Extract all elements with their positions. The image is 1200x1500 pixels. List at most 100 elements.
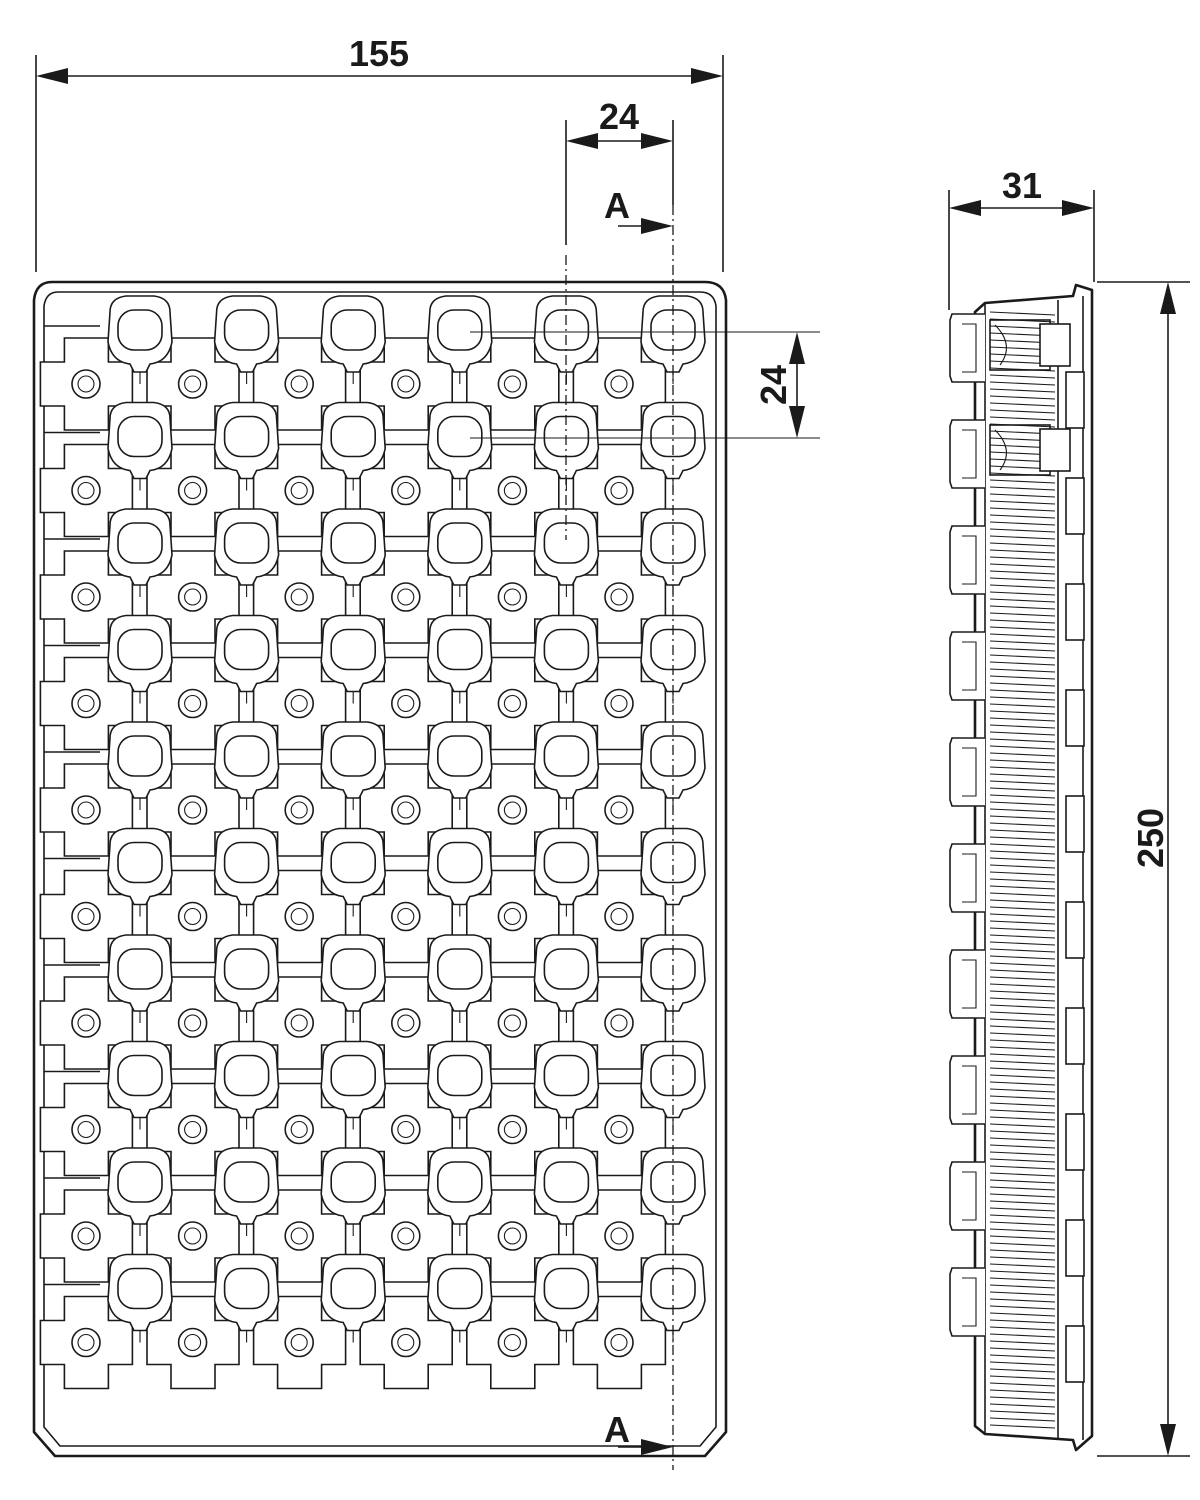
tray-side-view: [949, 283, 1094, 1452]
tray-pocket-opening: [650, 522, 696, 564]
tray-stud-inner: [610, 1014, 628, 1032]
side-rib: [989, 1340, 1056, 1345]
side-rib: [989, 1214, 1056, 1219]
dimension-155-label: 155: [349, 33, 409, 74]
side-rib: [989, 1151, 1056, 1156]
tray-stud-inner: [610, 801, 628, 819]
side-rib: [989, 1060, 1056, 1065]
side-rib: [989, 311, 1056, 316]
tray-inner-rim: [43, 291, 717, 1447]
center-lines: [470, 205, 820, 1470]
side-rib: [989, 1403, 1056, 1408]
tray-stud-inner: [77, 588, 95, 606]
tray-pocket-outline: [426, 1040, 493, 1119]
tray-stud-inner: [184, 1227, 202, 1245]
side-rib: [989, 1235, 1056, 1240]
tray-pocket: [320, 295, 387, 384]
tray-stud-inner: [77, 375, 95, 393]
tray-pocket: [426, 508, 493, 597]
tray-pocket: [213, 295, 280, 384]
tray-stud: [604, 901, 634, 932]
tray-edge-slots: [44, 325, 100, 1286]
tray-pocket-opening: [330, 628, 377, 671]
tray-stud-inner: [397, 481, 415, 500]
side-rib: [989, 913, 1056, 918]
side-rib: [989, 395, 1056, 400]
tray-stud-inner: [503, 694, 521, 713]
tray-stud: [177, 369, 208, 399]
tray-stud: [497, 1221, 528, 1251]
side-rib: [989, 1326, 1056, 1331]
tray-stud: [71, 688, 101, 719]
side-rib: [989, 1256, 1056, 1261]
side-rib: [989, 1088, 1056, 1093]
side-rib: [989, 1046, 1056, 1051]
dimension-overall-height: 250: [1097, 281, 1190, 1457]
tray-pocket-opening: [543, 735, 590, 777]
tray-pocket-outline: [533, 934, 600, 1012]
tray-pocket-opening: [117, 948, 163, 990]
tray-pocket: [426, 1040, 493, 1130]
side-view-outline: [973, 283, 1094, 1452]
tray-stud-inner: [503, 481, 521, 500]
side-rib: [989, 1312, 1056, 1317]
side-rib: [989, 836, 1056, 841]
side-rib: [989, 969, 1056, 974]
side-rib: [989, 1424, 1056, 1429]
side-rib: [989, 528, 1056, 533]
tray-pocket-opening: [543, 841, 590, 884]
side-rib: [989, 1032, 1056, 1037]
tray-stud: [284, 475, 315, 506]
side-tab-inner: [962, 959, 977, 1009]
tray-pocket-opening: [543, 1267, 590, 1310]
tray-stud-inner: [184, 694, 202, 713]
side-rib: [989, 1200, 1056, 1205]
side-rib: [989, 1011, 1056, 1016]
side-rib: [989, 1025, 1056, 1030]
side-rib: [989, 1361, 1056, 1366]
tray-pocket-opening: [330, 1161, 377, 1203]
tray-pocket-opening: [436, 415, 483, 458]
tray-stud-inner: [610, 1227, 628, 1245]
section-marker-top: A: [604, 185, 673, 234]
tray-pocket: [107, 1253, 173, 1343]
tray-pocket-opening: [543, 948, 590, 990]
tray-stud-inner: [290, 1120, 308, 1139]
tray-stud: [390, 1221, 421, 1251]
tray-pocket-opening: [223, 415, 270, 458]
side-rib: [989, 766, 1056, 771]
tray-pocket-outline: [320, 508, 387, 586]
tray-pocket-opening: [223, 735, 270, 777]
tray-stud-inner: [397, 801, 415, 819]
side-rib: [989, 738, 1056, 743]
tray-pocket-opening: [436, 1161, 483, 1203]
tray-pocket: [213, 1040, 280, 1130]
side-rib: [989, 1291, 1056, 1296]
tray-pocket: [533, 1040, 600, 1130]
tray-pocket: [320, 721, 387, 810]
tray-stud: [497, 1114, 528, 1145]
side-rib: [989, 752, 1056, 757]
tray-stud: [497, 901, 528, 932]
side-rib: [989, 745, 1056, 750]
tray-pocket-opening: [330, 415, 377, 458]
tray-stud-inner: [397, 694, 415, 713]
side-rib: [989, 1186, 1056, 1191]
side-rib: [989, 948, 1056, 953]
tray-stud: [497, 795, 528, 825]
tray-pocket-outline: [320, 295, 387, 373]
side-rib: [989, 1081, 1056, 1086]
tray-pocket-opening: [117, 1161, 163, 1203]
tray-pocket-outline: [213, 1253, 280, 1332]
tray-pocket-outline: [213, 827, 280, 906]
side-tab-inner: [962, 1277, 977, 1327]
side-rib: [989, 1158, 1056, 1163]
tray-stud: [284, 369, 315, 399]
side-rib: [989, 514, 1056, 519]
tray-stud: [604, 1008, 634, 1038]
tray-pocket: [426, 827, 493, 917]
tray-pocket: [426, 1253, 493, 1343]
tray-outline: [32, 280, 728, 1458]
tray-stud: [604, 1327, 634, 1358]
tray-stud-inner: [397, 1333, 415, 1352]
